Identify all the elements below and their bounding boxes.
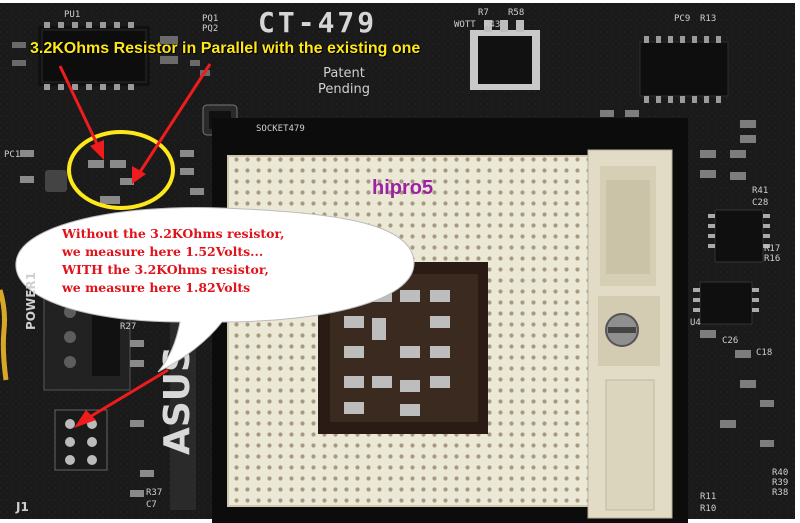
bubble-line-2: we measure here 1.52Volts... [62, 244, 264, 259]
ref-c7: C7 [146, 500, 157, 510]
ref-r16: R16 [764, 254, 781, 264]
ref-r17: R17 [764, 244, 781, 254]
top-annotation: 3.2KOhms Resistor in Parallel with the e… [30, 40, 421, 57]
ref-r7: R7 [478, 8, 489, 18]
highlight-circle [67, 130, 175, 210]
ref-r11: R11 [700, 492, 717, 502]
socket-lever [587, 149, 673, 519]
bubble-line-1: Without the 3.2KOhms resistor, [62, 226, 285, 241]
board-model: CT-479 [258, 6, 378, 39]
ref-r13: R13 [700, 14, 717, 24]
ref-pc9: PC9 [674, 14, 691, 24]
power-label: POWER1 [24, 271, 38, 330]
top-left-ic [38, 22, 150, 90]
ref-r41: R41 [752, 186, 769, 196]
bubble-text: Without the 3.2KOhms resistor, we measur… [62, 225, 392, 297]
right-ic-upper [708, 209, 770, 263]
ref-r38: R38 [772, 488, 789, 498]
ref-c26: C26 [722, 336, 739, 346]
jumper-label: J1 [16, 500, 29, 514]
wire [0, 289, 9, 381]
arrows [58, 63, 212, 428]
ref-u4: U4 [690, 318, 701, 328]
ref-pc1: PC1 [4, 150, 21, 160]
brand-asus-vertical: ASUS [157, 346, 198, 455]
ref-pq2: PQ2 [202, 24, 219, 34]
ref-wott: WOTT [454, 20, 476, 30]
asus-logo: ASUS [157, 320, 198, 510]
ref-pu1: PU1 [64, 10, 81, 20]
bubble-line-4: we measure here 1.82Volts [62, 280, 251, 295]
ref-r39: R39 [772, 478, 789, 488]
ref-c18: C18 [756, 348, 773, 358]
patent-line2: Pending [318, 82, 370, 97]
ref-r40: R40 [772, 468, 789, 478]
ref-r37: R37 [146, 488, 163, 498]
right-ic-lower [693, 281, 759, 325]
jumper-j1 [54, 409, 108, 471]
ref-r58: R58 [508, 8, 525, 18]
voltage-regulator [470, 20, 540, 90]
speech-bubble [15, 207, 415, 373]
watermark: hipro5 [372, 177, 434, 199]
ref-pq1: PQ1 [202, 14, 219, 24]
ref-c28: C28 [752, 198, 769, 208]
ref-r43: R43 [484, 20, 501, 30]
patent-line1: Patent [323, 66, 365, 81]
ref-r27: R27 [120, 322, 137, 332]
socket-label: SOCKET479 [256, 124, 305, 134]
ref-r10: R10 [700, 504, 717, 514]
bubble-line-3: WITH the 3.2KOhms resistor, [62, 262, 269, 277]
top-right-ic [639, 36, 729, 103]
